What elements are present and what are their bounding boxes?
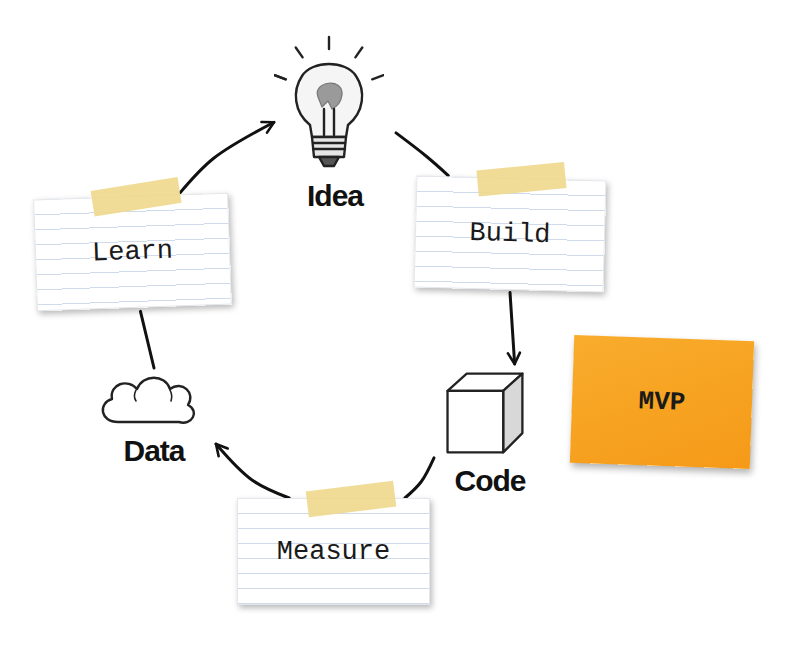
cycle-arrow [180, 122, 274, 192]
cycle-arrow [216, 444, 289, 498]
cycle-arrow [405, 458, 434, 498]
bulb-icon [274, 35, 384, 175]
node-label: Measure [277, 537, 390, 567]
icon-label: Code [434, 464, 546, 498]
icon-label: Idea [274, 179, 396, 213]
index-card: Measure [237, 498, 430, 605]
cycle-arrow [510, 292, 515, 364]
icon-node: Data [92, 368, 216, 468]
sticky-note: MVP [570, 335, 754, 469]
cloud-icon [92, 368, 204, 430]
node-label: Build [469, 218, 551, 250]
cube-icon [434, 364, 534, 460]
index-card: Learn [33, 193, 232, 312]
cycle-arrow [396, 133, 448, 176]
tape-strip [305, 481, 396, 518]
tape-strip [90, 177, 181, 216]
node-label: Learn [91, 236, 173, 269]
index-card: Build [414, 176, 607, 293]
icon-label: Data [92, 434, 216, 468]
cycle-arrow [140, 311, 154, 368]
node-label: MVP [638, 386, 686, 418]
tape-strip [477, 162, 567, 196]
icon-node: Code [434, 364, 546, 498]
icon-node: Idea [274, 35, 396, 213]
